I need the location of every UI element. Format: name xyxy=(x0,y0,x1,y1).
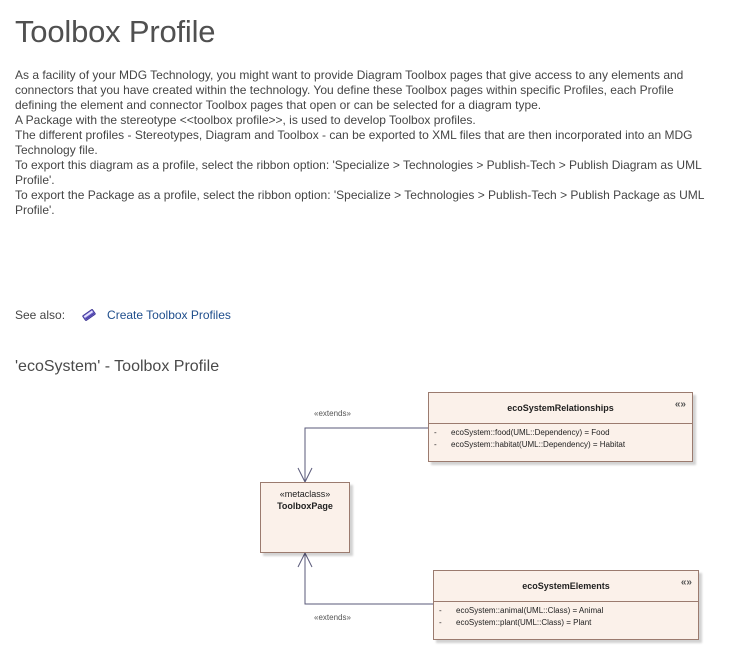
visibility-marker: - xyxy=(434,428,437,437)
eco-system-elements-class[interactable]: ecoSystemElements «» - ecoSystem::animal(… xyxy=(433,570,699,640)
intro-text: As a facility of your MDG Technology, yo… xyxy=(15,68,715,218)
see-also: See also: Create Toolbox Profiles xyxy=(15,307,231,323)
see-also-label: See also: xyxy=(15,308,66,322)
attribute-row: - ecoSystem::plant(UML::Class) = Plant xyxy=(439,617,698,629)
metaclass-stereotype: «metaclass» xyxy=(279,489,331,499)
attribute-row: - ecoSystem::habitat(UML::Dependency) = H… xyxy=(434,439,692,451)
arrowhead-bottom xyxy=(297,551,313,568)
relationships-name: ecoSystemRelationships xyxy=(507,403,614,413)
attribute-text: ecoSystem::habitat(UML::Dependency) = Ha… xyxy=(451,440,626,449)
attribute-text: ecoSystem::animal(UML::Class) = Animal xyxy=(456,606,604,615)
visibility-marker: - xyxy=(439,618,442,627)
create-toolbox-profiles-link[interactable]: Create Toolbox Profiles xyxy=(107,308,231,322)
intro-paragraph: As a facility of your MDG Technology, yo… xyxy=(15,68,684,112)
elements-attributes: -ecoSystem::animal(UML::Class) = Animal … xyxy=(434,601,698,629)
extends-connector-top xyxy=(304,427,428,482)
toolbox-page-name: ToolboxPage xyxy=(277,501,333,511)
attribute-text: ecoSystem::food(UML::Dependency) = Food xyxy=(451,428,610,437)
visibility-marker: - xyxy=(439,606,442,615)
page-title: Toolbox Profile xyxy=(15,14,216,49)
attribute-row: - ecoSystem::food(UML::Dependency) = Food xyxy=(434,427,692,439)
visibility-marker: - xyxy=(434,440,437,449)
book-icon xyxy=(81,307,97,323)
intro-paragraph: To export the Package as a profile, sele… xyxy=(15,188,705,217)
stereotype-glyph-icon: «» xyxy=(680,577,692,588)
attribute-text: ecoSystem::plant(UML::Class) = Plant xyxy=(456,618,592,627)
elements-name: ecoSystemElements xyxy=(522,581,610,591)
intro-paragraph: To export this diagram as a profile, sel… xyxy=(15,158,702,187)
extends-connector-bottom xyxy=(304,553,433,605)
intro-paragraph: The different profiles - Stereotypes, Di… xyxy=(15,128,693,157)
toolbox-page-class[interactable]: «metaclass» ToolboxPage xyxy=(260,482,350,553)
eco-system-relationships-class[interactable]: ecoSystemRelationships «» - ecoSystem::fo… xyxy=(428,392,693,462)
attribute-row: - ecoSystem::animal(UML::Class) = Animal xyxy=(439,605,698,617)
stereotype-glyph-icon: «» xyxy=(674,399,686,410)
extends-label-top: «extends» xyxy=(314,409,351,418)
intro-paragraph: A Package with the stereotype <<toolbox … xyxy=(15,113,476,127)
relationships-attributes: - ecoSystem::food(UML::Dependency) = Food… xyxy=(429,423,692,451)
diagram-title: 'ecoSystem' - Toolbox Profile xyxy=(15,358,220,375)
extends-label-bottom: «extends» xyxy=(314,613,351,622)
